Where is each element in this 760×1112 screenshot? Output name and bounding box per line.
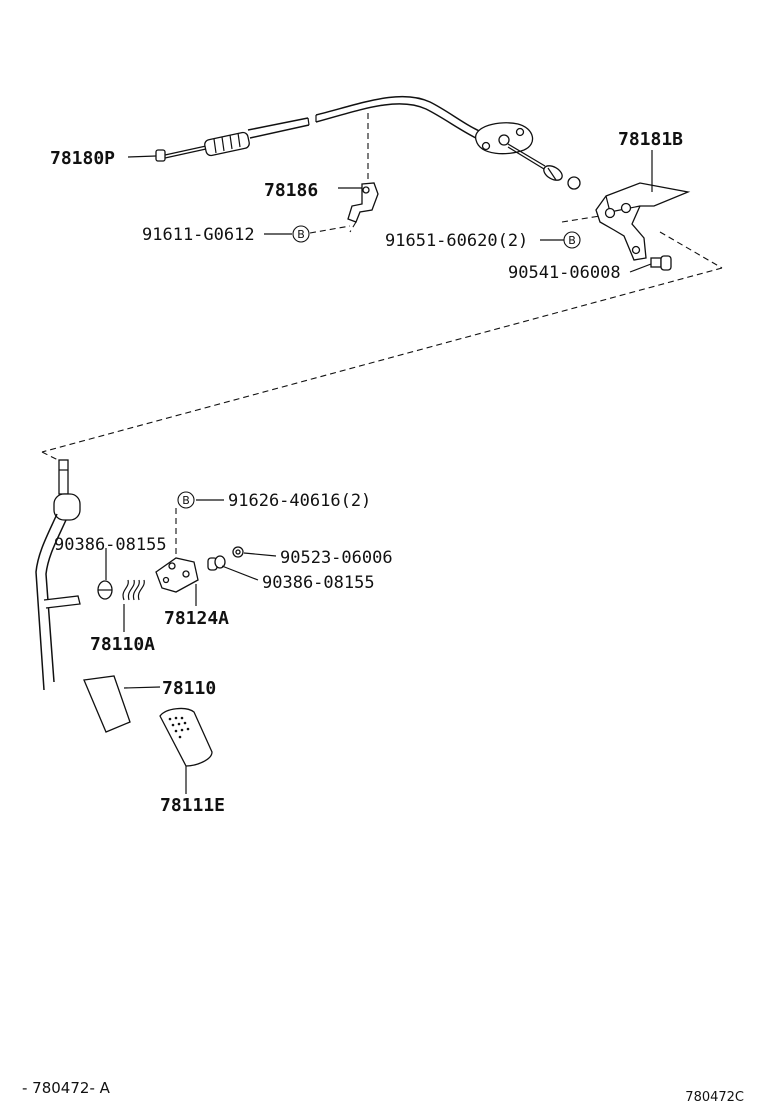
footer-right-code: 780472C xyxy=(685,1090,744,1105)
cable-clamp-78186 xyxy=(338,113,379,233)
pedal-bracket-78181B xyxy=(41,150,723,463)
label-90523-06006: 90523-06006 xyxy=(280,548,393,568)
label-78186: 78186 xyxy=(264,180,318,201)
pedal-pad-78111E xyxy=(159,707,213,794)
label-78110A: 78110A xyxy=(90,634,155,655)
label-78111E: 78111E xyxy=(160,795,225,816)
label-90541-06008: 90541-06008 xyxy=(508,263,621,283)
marker-letter: B xyxy=(568,234,576,247)
callout-leaders xyxy=(123,155,564,689)
footer-left-code: - 780472- A xyxy=(22,1079,111,1097)
label-78124A: 78124A xyxy=(164,608,229,629)
label-78110: 78110 xyxy=(162,678,216,699)
marker-letter: B xyxy=(297,228,305,241)
label-90386-08155-left: 90386-08155 xyxy=(54,535,167,555)
label-91651-60620: 91651-60620(2) xyxy=(385,231,528,251)
fastener-marker-91611: B xyxy=(292,225,310,243)
label-90386-08155-right: 90386-08155 xyxy=(262,573,375,593)
pivot-small-parts xyxy=(97,508,277,632)
label-91611-G0612: 91611-G0612 xyxy=(142,225,255,245)
label-91626-40616: 91626-40616(2) xyxy=(228,491,371,511)
label-78181B: 78181B xyxy=(618,129,683,150)
label-78180P: 78180P xyxy=(50,148,115,169)
accelerator-cable xyxy=(155,95,581,190)
marker-letter: B xyxy=(182,494,190,507)
fastener-marker-91626: B xyxy=(177,491,195,509)
fastener-marker-91651: B xyxy=(563,231,581,249)
accelerator-pedal-lever xyxy=(35,459,131,733)
